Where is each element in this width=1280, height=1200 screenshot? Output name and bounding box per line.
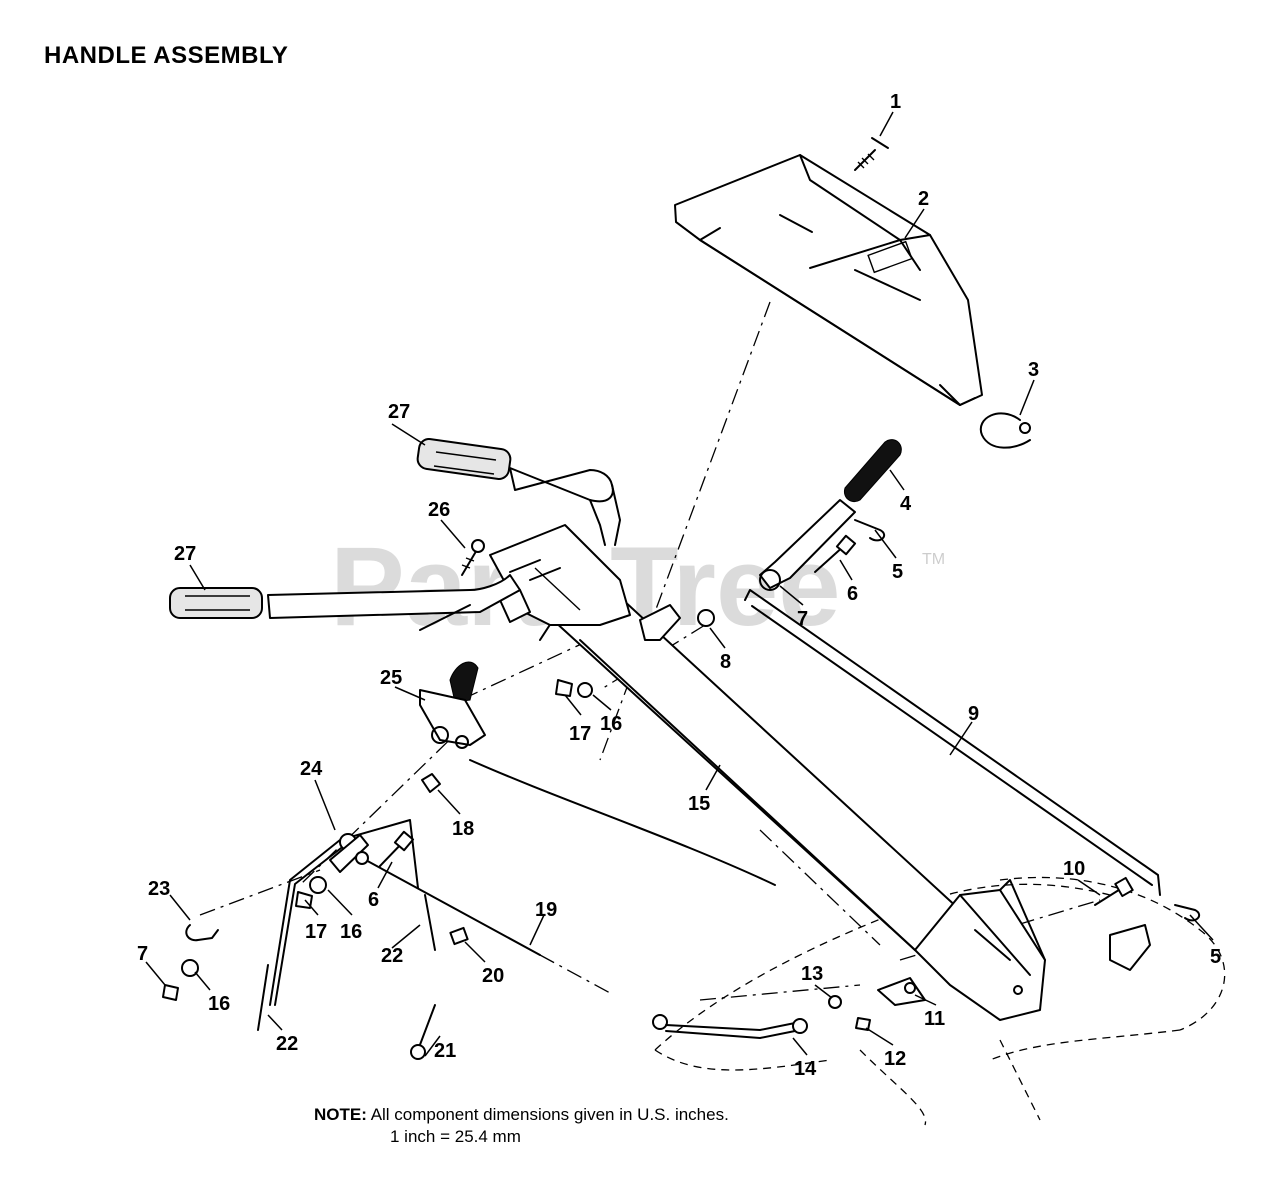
- washer: [828, 995, 842, 1009]
- callout-17: 17: [305, 921, 327, 943]
- spring: [257, 894, 436, 1031]
- handle-mount-bracket: [914, 879, 1046, 1021]
- bolt: [461, 539, 485, 576]
- callout-7: 7: [797, 608, 808, 630]
- control-rod: [355, 851, 541, 956]
- callout-24: 24: [300, 758, 323, 780]
- callout-21: 21: [434, 1040, 456, 1062]
- nut: [295, 679, 573, 909]
- control-cable: [469, 759, 776, 886]
- callout-16: 16: [208, 993, 230, 1015]
- callout-27: 27: [388, 401, 410, 423]
- retaining-ring: [979, 412, 1031, 449]
- callout-12: 12: [884, 1048, 906, 1070]
- callout-16: 16: [600, 713, 622, 735]
- screw: [854, 137, 889, 171]
- shift-fork: [1109, 924, 1151, 971]
- shift-rod: [744, 589, 1161, 896]
- handlebar-bracket: [489, 524, 631, 626]
- lever: [269, 819, 419, 1006]
- callout-17: 17: [569, 723, 591, 745]
- callout-11: 11: [924, 1008, 945, 1030]
- shift-lever: [759, 439, 902, 591]
- nut: [421, 773, 441, 793]
- plate: [877, 977, 926, 1006]
- callout-9: 9: [968, 703, 979, 725]
- control-bracket: [419, 661, 486, 749]
- callout-22: 22: [381, 945, 403, 967]
- callout-6: 6: [368, 889, 379, 911]
- nut: [162, 984, 179, 1001]
- callout-labels: 1 2 3 4 5 6 7 8 9 15 10 5 11 12 13 14 16…: [137, 91, 1221, 1080]
- note-line-1: All component dimensions given in U.S. i…: [370, 1105, 729, 1124]
- callout-23: 23: [148, 878, 170, 900]
- handle-grip: [169, 438, 621, 631]
- callout-leaders: [145, 111, 1214, 1057]
- bolt: [379, 534, 857, 867]
- callout-5: 5: [1210, 946, 1221, 968]
- callout-13: 13: [801, 963, 823, 985]
- callout-22: 22: [276, 1033, 298, 1055]
- hairpin-clip: [854, 519, 1201, 922]
- callout-1: 1: [890, 91, 901, 113]
- console-shroud: [674, 154, 983, 406]
- spacer: [639, 604, 715, 641]
- callout-3: 3: [1028, 359, 1039, 381]
- callout-16: 16: [340, 921, 362, 943]
- callout-27: 27: [174, 543, 196, 565]
- callout-5: 5: [892, 561, 903, 583]
- callout-2: 2: [918, 188, 929, 210]
- callout-6: 6: [847, 583, 858, 605]
- callout-18: 18: [452, 818, 474, 840]
- bolt: [1094, 876, 1134, 906]
- callout-8: 8: [720, 651, 731, 673]
- callout-14: 14: [794, 1058, 817, 1080]
- clip: [185, 924, 219, 942]
- callout-4: 4: [900, 493, 912, 515]
- washer: [181, 682, 593, 977]
- callout-7: 7: [137, 943, 148, 965]
- diagram-title: HANDLE ASSEMBLY: [44, 42, 289, 69]
- callout-10: 10: [1063, 858, 1085, 880]
- callout-19: 19: [535, 899, 557, 921]
- callout-20: 20: [482, 965, 504, 987]
- shift-rod-lower: [652, 1014, 808, 1039]
- screw: [410, 1004, 436, 1060]
- note-line-2: 1 inch = 25.4 mm: [390, 1127, 521, 1146]
- callout-26: 26: [428, 499, 450, 521]
- watermark-trademark: TM: [922, 551, 945, 568]
- dimension-note: NOTE: All component dimensions given in …: [314, 1104, 729, 1148]
- callout-15: 15: [688, 793, 710, 815]
- note-label: NOTE:: [314, 1105, 367, 1124]
- callout-25: 25: [380, 667, 402, 689]
- nut: [855, 1017, 871, 1031]
- cable-clamp: [449, 926, 469, 946]
